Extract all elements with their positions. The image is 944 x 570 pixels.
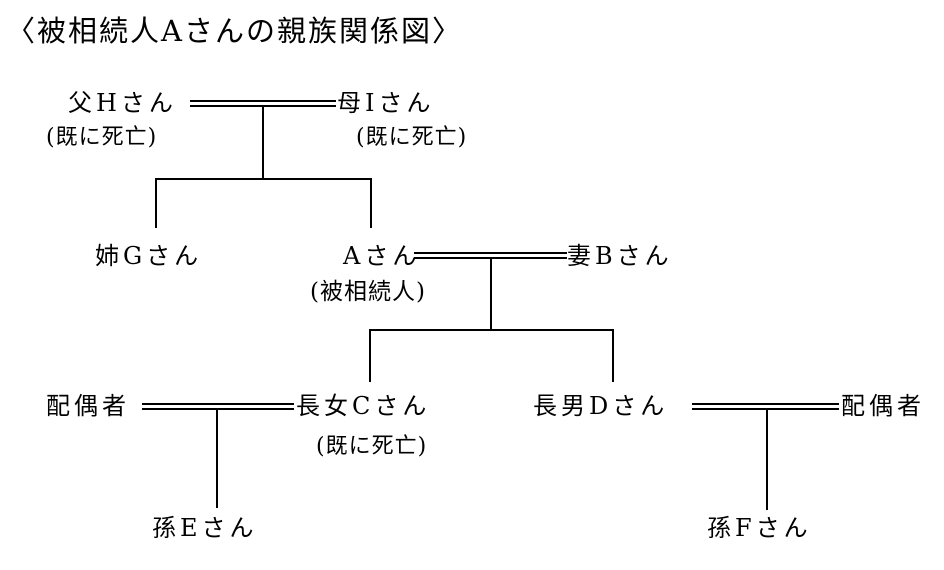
descent-line-parents — [262, 107, 264, 180]
person-spouse-of-d: 配偶者 — [841, 392, 925, 420]
person-spouse-of-c: 配偶者 — [46, 392, 130, 420]
person-grandchild-e: 孫Eさん — [152, 514, 258, 542]
person-daughter-c: 長女Cさん — [296, 392, 431, 420]
diagram-title: 〈被相続人Aさんの親族関係図〉 — [6, 14, 463, 48]
marriage-line-spouse-c — [142, 403, 294, 410]
drop-line-to-a — [370, 178, 372, 228]
person-son-d: 長男Dさん — [533, 392, 669, 420]
marriage-line-a-wife — [414, 252, 567, 259]
person-sister-g: 姉Gさん — [95, 242, 203, 270]
sibling-bar-c-and-d — [369, 329, 614, 331]
person-mother-i-note: (既に死亡) — [356, 125, 468, 150]
descent-line-to-grandchild-e — [216, 410, 218, 508]
descent-line-to-grandchild-f — [766, 410, 768, 510]
person-mother-i: 母Iさん — [337, 89, 435, 117]
person-decedent-a-note: (被相続人) — [310, 279, 426, 305]
sibling-bar-g-and-a — [155, 178, 372, 180]
drop-line-to-sister-g — [155, 178, 157, 228]
person-daughter-c-note: (既に死亡) — [316, 434, 428, 459]
marriage-line-father-mother — [190, 100, 336, 107]
marriage-line-d-spouse — [692, 403, 839, 410]
person-grandchild-f: 孫Fさん — [707, 514, 812, 542]
descent-line-a-b — [490, 259, 492, 330]
person-wife-b: 妻Bさん — [567, 242, 673, 270]
drop-line-to-son-d — [612, 329, 614, 382]
drop-line-to-daughter-c — [369, 329, 371, 382]
person-father-h-note: (既に死亡) — [46, 125, 158, 150]
person-father-h: 父Hさん — [68, 89, 177, 117]
person-decedent-a: Aさん — [343, 242, 421, 270]
